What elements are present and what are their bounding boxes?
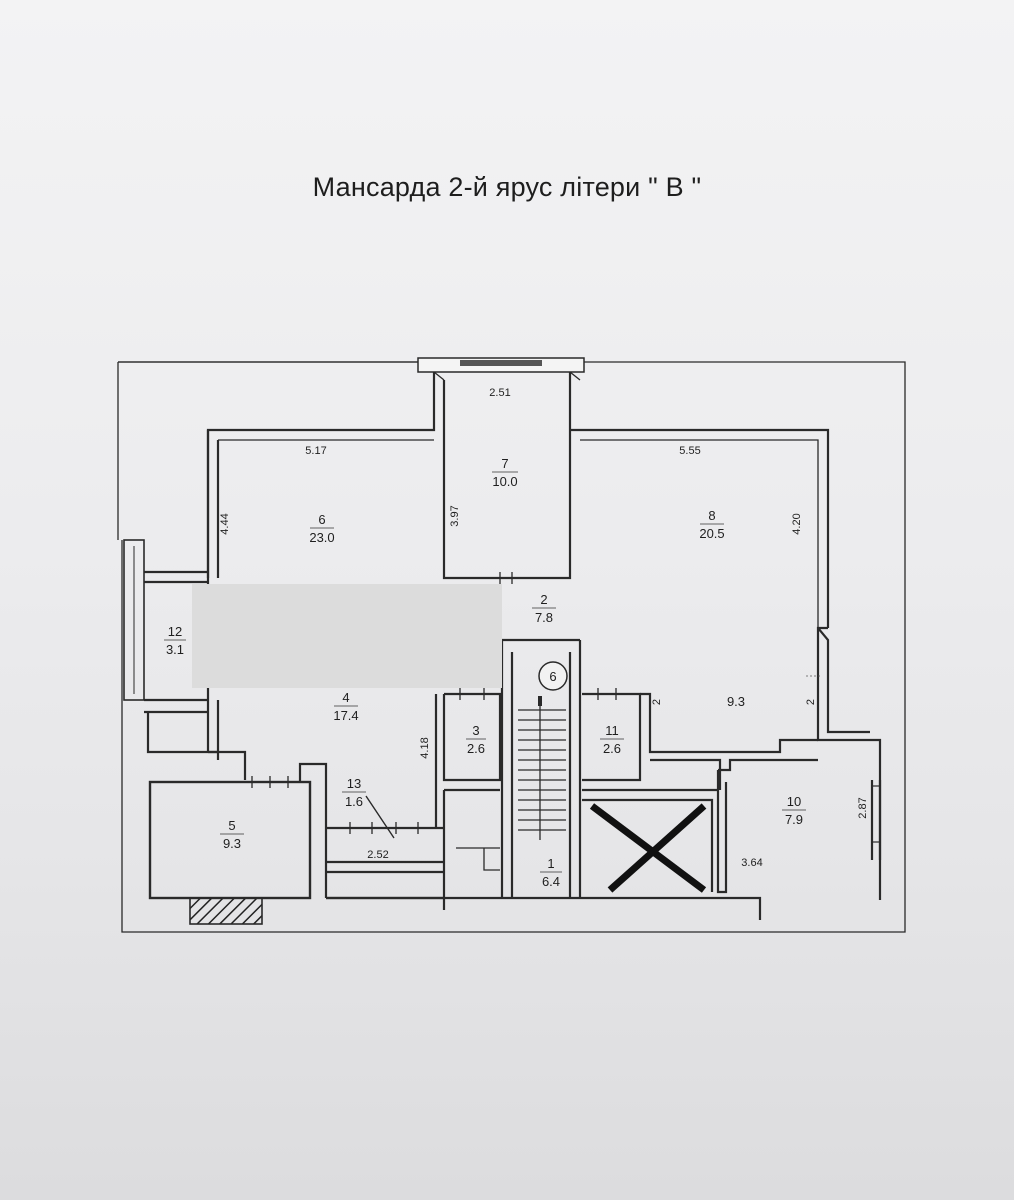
stair-walls xyxy=(500,638,582,898)
room-label-1: 1 6.4 xyxy=(540,856,562,889)
svg-text:6.4: 6.4 xyxy=(542,874,560,889)
svg-text:20.5: 20.5 xyxy=(699,526,724,541)
room-1-inner xyxy=(456,847,500,871)
svg-text:23.0: 23.0 xyxy=(309,530,334,545)
room-label-3: 3 2.6 xyxy=(466,723,486,756)
dim-2-52: 2.52 xyxy=(367,849,388,861)
cross-mark-a xyxy=(589,803,707,893)
chimney-hatch xyxy=(189,897,263,925)
svg-text:2.6: 2.6 xyxy=(603,741,621,756)
svg-text:7: 7 xyxy=(501,456,508,471)
svg-text:12: 12 xyxy=(168,624,182,639)
room-7-inner xyxy=(218,371,819,628)
room-13-walls xyxy=(298,762,444,900)
svg-text:17.4: 17.4 xyxy=(333,708,358,723)
room-label-4: 4 17.4 xyxy=(333,690,358,723)
redacted-area xyxy=(192,584,502,688)
dim-5-55: 5.55 xyxy=(679,445,700,457)
room-12-walls xyxy=(144,570,247,780)
svg-text:11: 11 xyxy=(605,723,619,738)
svg-text:9.3: 9.3 xyxy=(727,694,745,709)
left-window xyxy=(123,539,145,701)
svg-text:7.8: 7.8 xyxy=(535,610,553,625)
svg-text:2: 2 xyxy=(540,592,547,607)
svg-text:3: 3 xyxy=(472,723,479,738)
room-4-walls xyxy=(208,694,438,828)
stair-treads xyxy=(518,700,566,840)
room-label-13: 13 1.6 xyxy=(342,776,366,809)
dim-2-51: 2.51 xyxy=(489,387,510,399)
room-label-10: 10 7.9 xyxy=(782,794,806,827)
stair-marker-label: 6 xyxy=(549,669,556,684)
stair-arrow xyxy=(538,696,542,706)
stair-marker-circle xyxy=(538,661,568,691)
room-label-11: 11 2.6 xyxy=(600,723,624,756)
svg-text:2: 2 xyxy=(651,699,663,705)
plan-title: Мансарда 2-й ярус літери " В " xyxy=(312,172,702,202)
bottom-wall xyxy=(326,896,762,920)
room-label-7: 7 10.0 xyxy=(492,456,518,489)
room-label-2: 2 7.8 xyxy=(532,592,556,625)
room-13-leader xyxy=(365,795,395,839)
svg-text:2: 2 xyxy=(805,699,817,705)
outer-boundary-path xyxy=(117,361,906,933)
room-label-6: 6 23.0 xyxy=(309,512,334,545)
cross-mark-b xyxy=(607,803,707,893)
svg-text:10: 10 xyxy=(787,794,801,809)
dim-3-97: 3.97 xyxy=(449,505,461,526)
dim-2-87: 2.87 xyxy=(857,797,869,818)
svg-text:5: 5 xyxy=(228,818,235,833)
svg-text:6: 6 xyxy=(318,512,325,527)
top-window-glass xyxy=(460,360,542,366)
svg-text:9.3: 9.3 xyxy=(223,836,241,851)
room-label-9: 9.3 2 2 xyxy=(651,675,822,709)
svg-text:7.9: 7.9 xyxy=(785,812,803,827)
room-label-12: 12 3.1 xyxy=(164,624,186,657)
room-10-walls xyxy=(716,758,882,894)
room-label-8: 8 20.5 xyxy=(699,508,724,541)
dim-3-64: 3.64 xyxy=(741,857,762,869)
svg-text:2.6: 2.6 xyxy=(467,741,485,756)
svg-text:3.1: 3.1 xyxy=(166,642,184,657)
door-ticks xyxy=(251,572,617,788)
dim-4-18: 4.18 xyxy=(419,737,431,758)
svg-text:4: 4 xyxy=(342,690,349,705)
svg-text:10.0: 10.0 xyxy=(492,474,517,489)
room-label-5: 5 9.3 xyxy=(220,818,244,851)
room-3-walls xyxy=(442,692,502,898)
svg-text:8: 8 xyxy=(708,508,715,523)
room-8-right-wall xyxy=(816,626,882,900)
room-11-walls xyxy=(582,692,718,892)
room-13-door-ticks xyxy=(349,822,419,834)
svg-text:13: 13 xyxy=(347,776,361,791)
svg-text:1.6: 1.6 xyxy=(345,794,363,809)
dim-4-20: 4.20 xyxy=(791,513,803,534)
svg-text:1: 1 xyxy=(547,856,554,871)
room-9-walls xyxy=(640,692,818,790)
dim-5-17: 5.17 xyxy=(305,445,326,457)
right-window xyxy=(871,785,881,843)
dim-4-44: 4.44 xyxy=(219,513,231,534)
